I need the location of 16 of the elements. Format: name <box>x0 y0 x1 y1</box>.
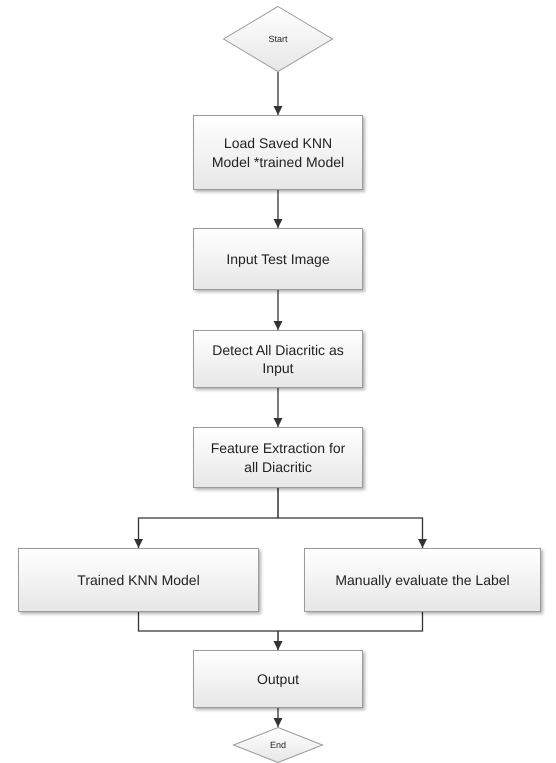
process-box: Load Saved KNN Model *trained Model <box>193 115 363 190</box>
arrow <box>277 488 427 548</box>
process-box: Input Test Image <box>193 228 363 290</box>
arrow <box>274 612 424 650</box>
arrow <box>274 708 282 727</box>
process-box: Feature Extraction for all Diacritic <box>193 427 363 488</box>
arrow <box>274 190 282 228</box>
arrow <box>274 290 282 330</box>
process-box: Manually evaluate the Label <box>304 548 541 612</box>
process-box: Detect All Diacritic as Input <box>193 330 363 388</box>
node-label: Start <box>268 34 288 44</box>
arrow <box>274 72 282 115</box>
process-box: Trained KNN Model <box>18 548 259 612</box>
arrow <box>274 388 282 427</box>
process-box: Output <box>193 650 363 708</box>
node-label: End <box>270 740 286 750</box>
